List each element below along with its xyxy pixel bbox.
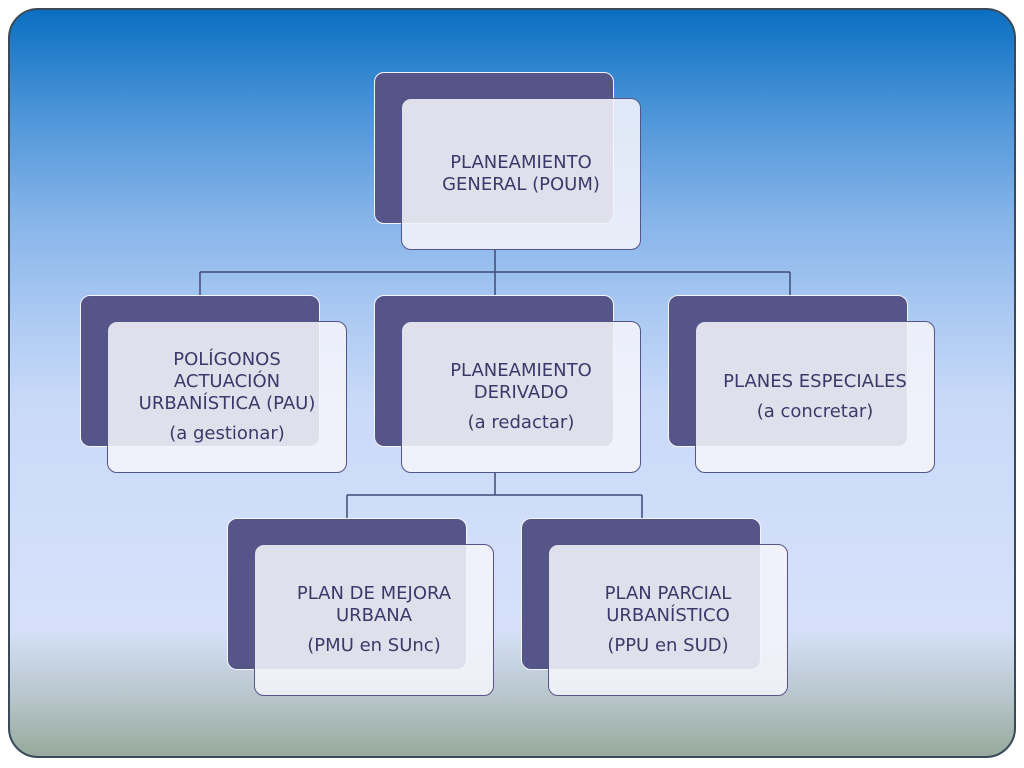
node-front-box: PLANEAMIENTO GENERAL (POUM) [401, 98, 641, 250]
node-title-line-2: URBANA [335, 605, 413, 626]
node-front-box: PLANEAMIENTO DERIVADO (a redactar) [401, 321, 641, 473]
connector-general-children [199, 250, 791, 296]
node-title-line-2: DERIVADO [473, 382, 569, 403]
node-subtitle: (PMU en SUnc) [307, 635, 441, 656]
node-title-line-1: POLÍGONOS [173, 349, 281, 370]
node-title-line-1: PLANES ESPECIALES [723, 371, 907, 392]
node-subtitle: (PPU en SUD) [607, 635, 729, 656]
node-title-line-1: PLANEAMIENTO [450, 152, 592, 173]
node-front-box: PLAN PARCIAL URBANÍSTICO (PPU en SUD) [548, 544, 788, 696]
node-front-box: PLAN DE MEJORA URBANA (PMU en SUnc) [254, 544, 494, 696]
connector-derivado-children [346, 473, 643, 519]
node-title-line-2: URBANÍSTICO [606, 605, 730, 626]
node-title-line-3: URBANÍSTICA (PAU) [138, 393, 316, 414]
node-subtitle: (a gestionar) [169, 423, 285, 444]
node-title-line-1: PLAN DE MEJORA [296, 583, 452, 604]
node-title-line-2: GENERAL (POUM) [442, 174, 600, 195]
node-subtitle: (a redactar) [467, 412, 575, 433]
node-title-line-1: PLANEAMIENTO [450, 360, 592, 381]
node-front-box: POLÍGONOS ACTUACIÓN URBANÍSTICA (PAU) (a… [107, 321, 347, 473]
node-front-box: PLANES ESPECIALES (a concretar) [695, 321, 935, 473]
node-title-line-2: ACTUACIÓN [173, 371, 281, 392]
node-subtitle: (a concretar) [756, 401, 874, 422]
node-title-line-1: PLAN PARCIAL [604, 583, 732, 604]
